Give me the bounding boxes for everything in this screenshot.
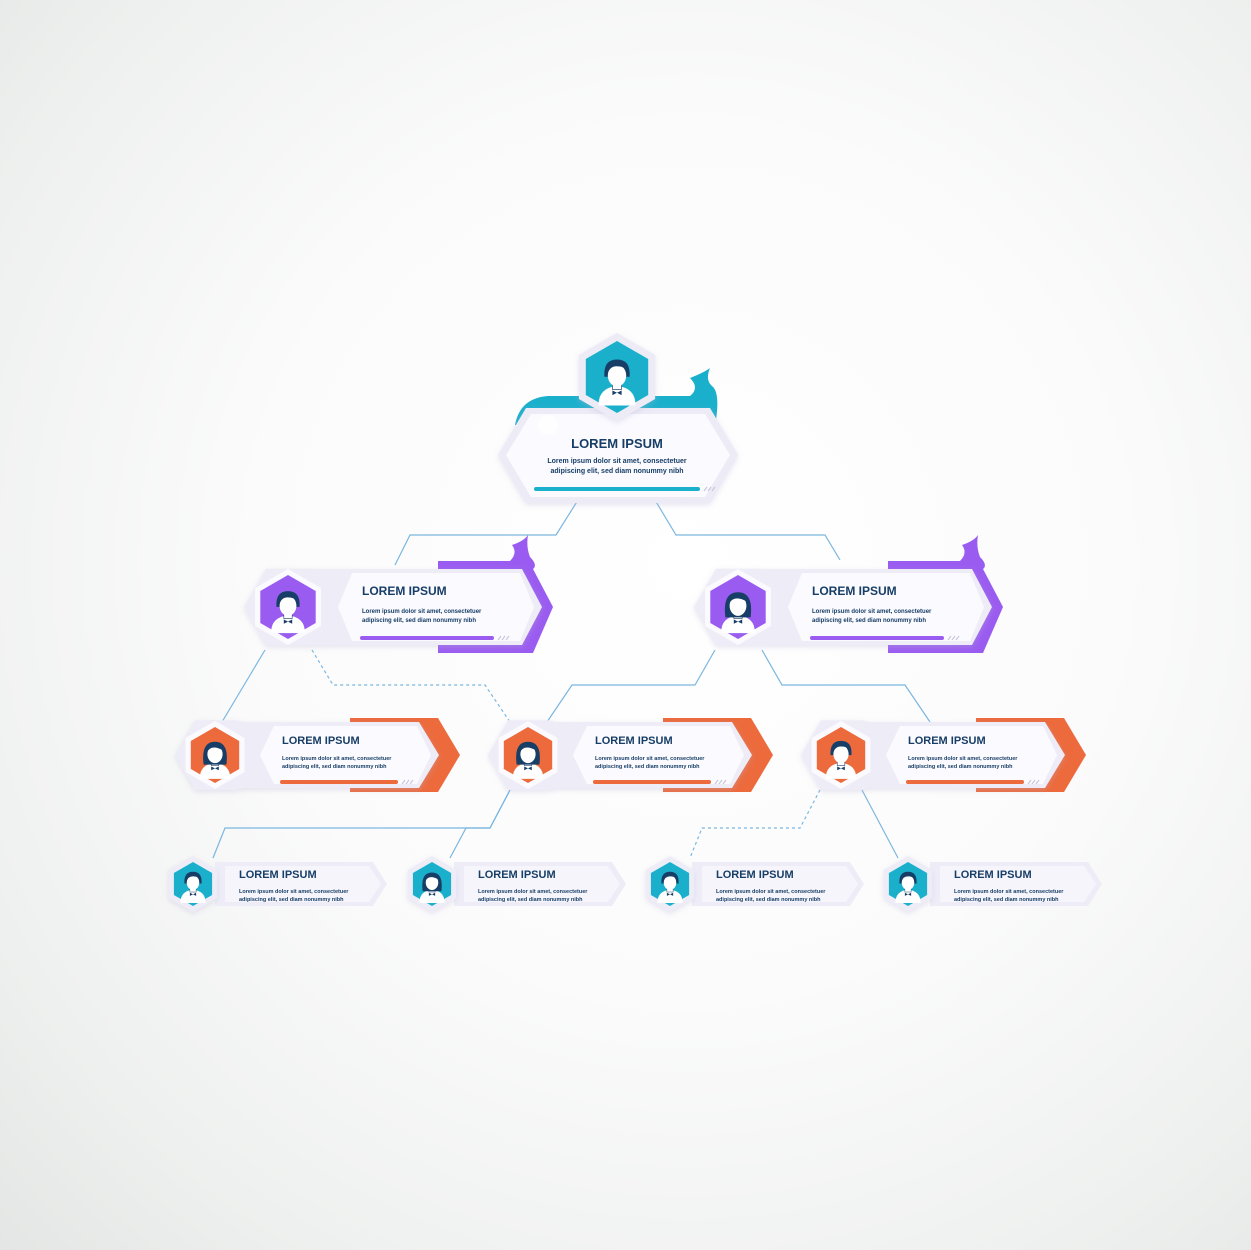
- node-description-line-1: Lorem ipsum dolor sit amet, consectetuer: [908, 756, 1018, 762]
- card-body: [506, 414, 730, 497]
- node-description-line-1: Lorem ipsum dolor sit amet, consectetuer: [954, 889, 1064, 895]
- node-title: LOREM IPSUM: [595, 735, 673, 747]
- node-description-line-1: Lorem ipsum dolor sit amet, consectetuer: [716, 889, 826, 895]
- progress-bar: [906, 780, 1024, 784]
- connector-l1b-l2b: [546, 649, 716, 723]
- female-avatar-icon: [419, 872, 445, 903]
- male-avatar-icon: [895, 871, 921, 903]
- male-avatar-icon: [271, 591, 305, 634]
- male-avatar-icon: [657, 871, 683, 903]
- card-body: [788, 573, 984, 641]
- connector-l2c-l3c: [689, 789, 821, 859]
- node-title: LOREM IPSUM: [812, 584, 897, 598]
- female-avatar-icon: [512, 741, 544, 779]
- org-node-l3d[interactable]: LOREM IPSUM Lorem ipsum dolor sit amet, c…: [883, 856, 1102, 912]
- node-title: LOREM IPSUM: [716, 869, 794, 881]
- org-node-l3a[interactable]: LOREM IPSUM Lorem ipsum dolor sit amet, c…: [168, 856, 387, 912]
- male-avatar-icon: [598, 359, 636, 406]
- progress-bar: [810, 636, 944, 640]
- node-description-line-2: adipiscing elit, sed diam nonummy nibh: [908, 764, 1013, 770]
- female-avatar-icon: [721, 592, 755, 634]
- card-body: [573, 726, 744, 784]
- node-description-line-2: adipiscing elit, sed diam nonummy nibh: [812, 618, 926, 624]
- connector-lines: [212, 499, 931, 859]
- node-description-line-1: Lorem ipsum dolor sit amet, consectetuer: [478, 889, 588, 895]
- card-body: [338, 573, 534, 641]
- progress-bar: [280, 780, 398, 784]
- node-description-line-1: Lorem ipsum dolor sit amet, consectetuer: [812, 609, 932, 615]
- org-node-l1a[interactable]: LOREM IPSUM Lorem ipsum dolor sit amet, c…: [244, 535, 553, 653]
- connector-ceo-l1a: [394, 499, 579, 566]
- node-description-line-1: Lorem ipsum dolor sit amet, consectetuer: [362, 609, 482, 615]
- connector-l1a-l2a: [221, 649, 266, 723]
- node-description-line-2: adipiscing elit, sed diam nonummy nibh: [282, 764, 387, 770]
- card-body: [260, 726, 431, 784]
- node-description-line-2: adipiscing elit, sed diam nonummy nibh: [550, 468, 683, 475]
- org-node-l2a[interactable]: LOREM IPSUM Lorem ipsum dolor sit amet, c…: [175, 718, 460, 792]
- node-description-line-2: adipiscing elit, sed diam nonummy nibh: [716, 897, 821, 903]
- node-title: LOREM IPSUM: [908, 735, 986, 747]
- node-description-line-1: Lorem ipsum dolor sit amet, consectetuer: [239, 889, 349, 895]
- node-title: LOREM IPSUM: [571, 436, 663, 451]
- connector-l2b-l3a: [212, 789, 511, 859]
- node-title: LOREM IPSUM: [478, 869, 556, 881]
- org-node-l1b[interactable]: LOREM IPSUM Lorem ipsum dolor sit amet, c…: [694, 535, 1003, 653]
- node-description-line-1: Lorem ipsum dolor sit amet, consectetuer: [547, 458, 687, 465]
- org-nodes: LOREM IPSUM Lorem ipsum dolor sit amet, c…: [168, 333, 1102, 912]
- node-description-line-2: adipiscing elit, sed diam nonummy nibh: [595, 764, 700, 770]
- node-title: LOREM IPSUM: [239, 869, 317, 881]
- node-description-line-2: adipiscing elit, sed diam nonummy nibh: [478, 897, 583, 903]
- connector-ceo-l1b: [654, 499, 841, 561]
- male-avatar-icon: [180, 871, 206, 903]
- org-node-l2c[interactable]: LOREM IPSUM Lorem ipsum dolor sit amet, c…: [801, 718, 1086, 792]
- male-avatar-icon: [825, 740, 857, 779]
- connector-l1b-l2c: [761, 649, 931, 723]
- card-body: [886, 726, 1057, 784]
- node-title: LOREM IPSUM: [362, 584, 447, 598]
- connector-l2c-l3d: [861, 789, 899, 859]
- node-title: LOREM IPSUM: [954, 869, 1032, 881]
- org-node-l3c[interactable]: LOREM IPSUM Lorem ipsum dolor sit amet, c…: [645, 856, 864, 912]
- node-description-line-2: adipiscing elit, sed diam nonummy nibh: [239, 897, 344, 903]
- progress-bar: [360, 636, 494, 640]
- female-avatar-icon: [199, 741, 231, 779]
- progress-bar: [534, 487, 700, 491]
- org-node-l2b[interactable]: LOREM IPSUM Lorem ipsum dolor sit amet, c…: [488, 718, 773, 792]
- connector-l2b-l3b: [449, 789, 511, 859]
- connector-l1a-l2b: [311, 649, 511, 723]
- org-node-l3b[interactable]: LOREM IPSUM Lorem ipsum dolor sit amet, c…: [407, 856, 626, 912]
- node-description-line-1: Lorem ipsum dolor sit amet, consectetuer: [282, 756, 392, 762]
- node-description-line-2: adipiscing elit, sed diam nonummy nibh: [954, 897, 1059, 903]
- progress-bar: [593, 780, 711, 784]
- org-node-ceo[interactable]: LOREM IPSUM Lorem ipsum dolor sit amet, c…: [498, 333, 738, 503]
- node-description-line-2: adipiscing elit, sed diam nonummy nibh: [362, 618, 476, 624]
- node-description-line-1: Lorem ipsum dolor sit amet, consectetuer: [595, 756, 705, 762]
- node-title: LOREM IPSUM: [282, 735, 360, 747]
